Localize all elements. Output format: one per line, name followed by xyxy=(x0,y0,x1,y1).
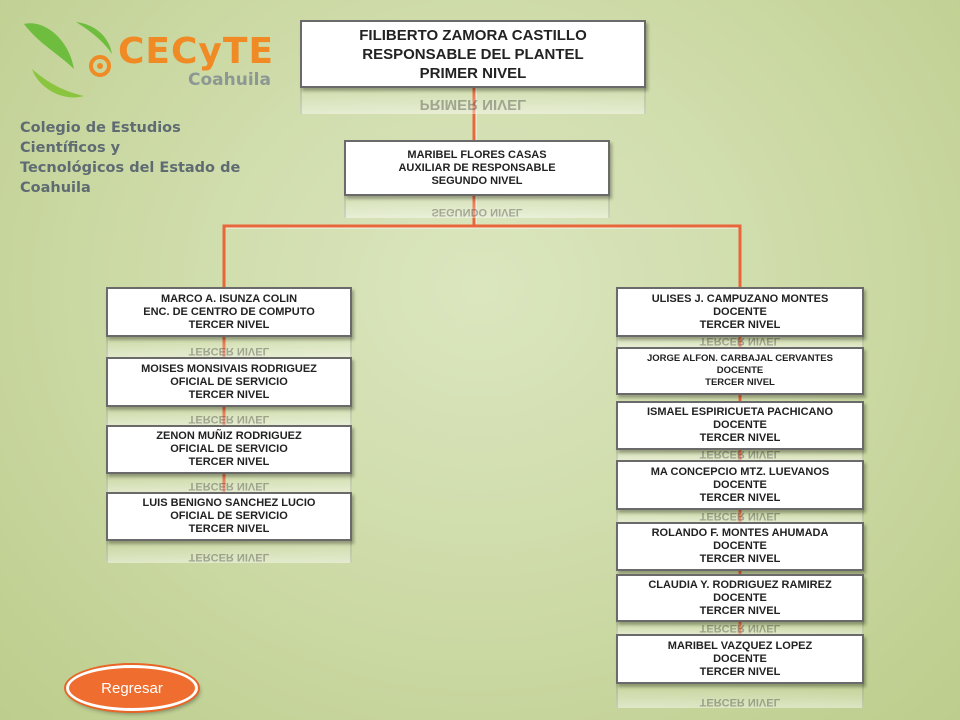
reflection-left-4: TERCER NIVEL xyxy=(106,541,352,563)
org-node-left-4: LUIS BENIGNO SANCHEZ LUCIO OFICIAL DE SE… xyxy=(106,492,352,541)
node-name: FILIBERTO ZAMORA CASTILLO xyxy=(359,26,587,44)
node-name: MARIBEL VAZQUEZ LOPEZ xyxy=(667,639,813,652)
node-role: OFICIAL DE SERVICIO xyxy=(170,443,288,455)
node-level: PRIMER NIVEL xyxy=(419,64,527,82)
node-level: TERCER NIVEL xyxy=(705,377,775,388)
reflection-second: SEGUNDO NIVEL xyxy=(344,196,610,218)
node-level: TERCER NIVEL xyxy=(699,604,781,617)
reflection-top: PRIMER NIVEL xyxy=(300,88,646,114)
node-role: ENC. DE CENTRO DE COMPUTO xyxy=(143,305,315,318)
org-node-right-5: ROLANDO F. MONTES AHUMADA DOCENTE TERCER… xyxy=(616,522,864,571)
node-role: DOCENTE xyxy=(713,419,767,431)
org-node-right-2: JORGE ALFON. CARBAJAL CERVANTES DOCENTE … xyxy=(616,347,864,395)
back-button[interactable]: Regresar xyxy=(66,665,198,711)
node-name: MARIBEL FLORES CASAS xyxy=(407,148,547,161)
node-name: MARCO A. ISUNZA COLIN xyxy=(160,292,298,305)
node-role: OFICIAL DE SERVICIO xyxy=(170,510,288,522)
node-level: TERCER NIVEL xyxy=(188,388,270,401)
node-role: DOCENTE xyxy=(713,305,767,318)
org-node-responsable: FILIBERTO ZAMORA CASTILLO RESPONSABLE DE… xyxy=(300,20,646,88)
node-level: TERCER NIVEL xyxy=(699,491,781,504)
node-level: TERCER NIVEL xyxy=(188,456,270,468)
node-name: JORGE ALFON. CARBAJAL CERVANTES xyxy=(647,353,833,364)
reflection-right-1: TERCER NIVEL xyxy=(616,337,864,347)
org-node-left-1: MARCO A. ISUNZA COLIN ENC. DE CENTRO DE … xyxy=(106,287,352,337)
node-level: SEGUNDO NIVEL xyxy=(431,174,523,187)
college-name-line1: Colegio de Estudios Científicos y xyxy=(20,120,181,156)
reflection-left-3: TERCER NIVEL xyxy=(106,474,352,492)
node-name: CLAUDIA Y. RODRIGUEZ RAMIREZ xyxy=(648,578,832,591)
node-name: LUIS BENIGNO SANCHEZ LUCIO xyxy=(142,497,316,509)
reflection-left-1: TERCER NIVEL xyxy=(106,337,352,357)
reflection-right-7: TERCER NIVEL xyxy=(616,684,864,708)
node-level: TERCER NIVEL xyxy=(188,318,270,331)
node-name: MA CONCEPCIO MTZ. LUEVANOS xyxy=(650,465,830,478)
brand-region: Coahuila xyxy=(188,70,271,90)
reflection-left-2: TERCER NIVEL xyxy=(106,407,352,425)
brand-name: CECyTE xyxy=(118,31,275,72)
org-node-left-2: MOISES MONSIVAIS RODRIGUEZ OFICIAL DE SE… xyxy=(106,357,352,407)
org-node-right-1: ULISES J. CAMPUZANO MONTES DOCENTE TERCE… xyxy=(616,287,864,337)
node-level: TERCER NIVEL xyxy=(699,318,781,331)
node-role: DOCENTE xyxy=(713,591,767,604)
node-role: DOCENTE xyxy=(716,365,764,376)
reflection-right-3: TERCER NIVEL xyxy=(616,450,864,460)
node-level: TERCER NIVEL xyxy=(699,432,781,444)
node-name: MOISES MONSIVAIS RODRIGUEZ xyxy=(141,362,317,375)
reflection-right-4: TERCER NIVEL xyxy=(616,510,864,522)
college-name-line2: Tecnológicos del Estado de Coahuila xyxy=(20,160,241,196)
node-role: OFICIAL DE SERVICIO xyxy=(170,375,288,388)
org-node-right-4: MA CONCEPCIO MTZ. LUEVANOS DOCENTE TERCE… xyxy=(616,460,864,510)
org-node-right-7: MARIBEL VAZQUEZ LOPEZ DOCENTE TERCER NIV… xyxy=(616,634,864,684)
node-role: AUXILIAR DE RESPONSABLE xyxy=(398,161,556,174)
node-level: TERCER NIVEL xyxy=(699,553,781,565)
org-node-right-6: CLAUDIA Y. RODRIGUEZ RAMIREZ DOCENTE TER… xyxy=(616,574,864,622)
node-role: RESPONSABLE DEL PLANTEL xyxy=(362,45,584,63)
org-node-right-3: ISMAEL ESPIRICUETA PACHICANO DOCENTE TER… xyxy=(616,401,864,450)
node-name: ROLANDO F. MONTES AHUMADA xyxy=(651,527,829,539)
node-level: TERCER NIVEL xyxy=(188,523,270,535)
college-name: Colegio de Estudios Científicos y Tecnol… xyxy=(20,118,270,198)
cecyte-emblem-icon xyxy=(24,22,112,98)
reflection-right-6: TERCER NIVEL xyxy=(616,622,864,634)
node-name: ZENON MUÑIZ RODRIGUEZ xyxy=(156,430,302,442)
cecyte-logo: CECyTE Coahuila Colegio de Estudios Cien… xyxy=(10,12,273,196)
node-name: ISMAEL ESPIRICUETA PACHICANO xyxy=(647,406,833,418)
node-role: DOCENTE xyxy=(713,540,767,552)
node-role: DOCENTE xyxy=(713,652,767,665)
node-name: ULISES J. CAMPUZANO MONTES xyxy=(651,292,829,305)
org-node-auxiliar: MARIBEL FLORES CASAS AUXILIAR DE RESPONS… xyxy=(344,140,610,196)
node-level: TERCER NIVEL xyxy=(699,665,781,678)
node-role: DOCENTE xyxy=(713,478,767,491)
org-node-left-3: ZENON MUÑIZ RODRIGUEZ OFICIAL DE SERVICI… xyxy=(106,425,352,474)
